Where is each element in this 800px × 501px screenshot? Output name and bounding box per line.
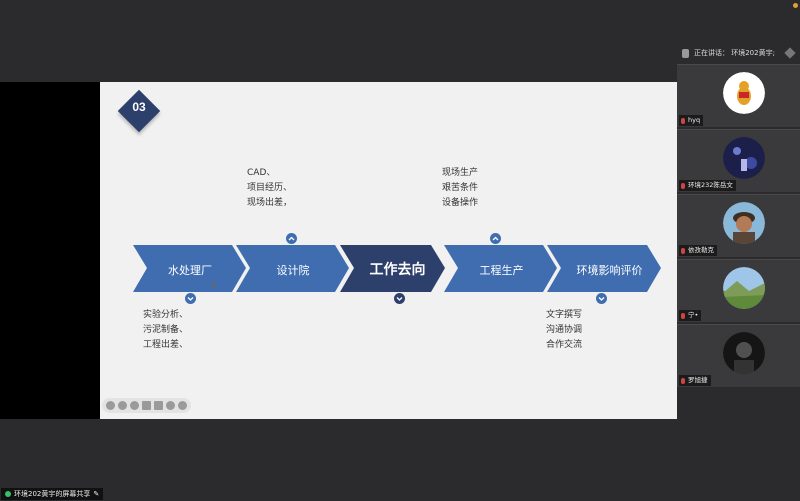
participant-name-tag: 宁• xyxy=(679,310,702,321)
arrow-step-3 xyxy=(340,245,445,292)
participant-name-tag: hyq xyxy=(679,115,704,126)
participant-tile[interactable]: 罗旭捷 xyxy=(677,324,800,387)
participant-name: 环境232陈岳文 xyxy=(688,181,733,189)
mic-muted-icon xyxy=(681,312,685,319)
participant-name: 宁• xyxy=(688,311,699,319)
shared-slide: 03 CAD、 项目经历、 现场出差， 现场生产 艰苦条件 设备操作 水处理厂 … xyxy=(100,82,677,419)
mic-muted-icon xyxy=(681,377,685,384)
step-label-1: 水处理厂 xyxy=(168,264,212,277)
chevron-down-icon xyxy=(185,293,196,304)
chevron-down-icon xyxy=(596,293,607,304)
collapse-icon[interactable] xyxy=(784,47,796,59)
chevron-left-icon[interactable] xyxy=(178,401,187,410)
step-label-5: 环境影响评价 xyxy=(576,264,643,277)
note-line: 工程出差、 xyxy=(143,340,189,350)
more-icon[interactable] xyxy=(166,401,175,410)
annotation-toolbar xyxy=(102,398,191,413)
speaking-text: 正在讲话： 环境202黄宇; xyxy=(694,49,775,57)
add-icon[interactable] xyxy=(118,401,127,410)
note-line: 实验分析、 xyxy=(143,310,189,320)
participants-panel: 正在讲话： 环境202黄宇; hyq 环境232陈岳文 依孜勒克 宁• 罗旭捷 xyxy=(677,42,800,442)
mic-muted-icon xyxy=(681,182,685,189)
notification-dot xyxy=(793,3,798,8)
notes-eia: 文字撰写 沟通协调 合作交流 xyxy=(546,308,582,353)
step-label-2: 设计院 xyxy=(276,264,310,277)
notes-water-plant: 实验分析、 污泥制备、 工程出差、 xyxy=(143,308,188,353)
participant-name: 依孜勒克 xyxy=(688,246,714,254)
participant-name-tag: 罗旭捷 xyxy=(679,375,711,386)
screen-share-icon xyxy=(5,491,11,497)
pen-icon[interactable] xyxy=(130,401,139,410)
arrow-step-5 xyxy=(547,245,661,292)
note-line: 合作交流 xyxy=(546,340,583,350)
notes-engineering: 现场生产 艰苦条件 设备操作 xyxy=(442,166,478,211)
notes-design-institute: CAD、 项目经历、 现场出差， xyxy=(247,166,292,211)
arrow-step-2 xyxy=(236,245,349,292)
participant-tile[interactable]: 宁• xyxy=(677,259,800,322)
note-line: 项目经历、 xyxy=(247,183,293,193)
avatar xyxy=(723,267,765,309)
mouse-cursor-icon xyxy=(212,282,215,287)
note-line: 设备操作 xyxy=(442,198,479,208)
pencil-icon[interactable]: ✎ xyxy=(93,490,100,498)
note-line: 文字撰写 xyxy=(546,310,583,320)
chevron-down-icon xyxy=(394,293,405,304)
speaker-icon xyxy=(682,48,689,58)
participant-tile[interactable]: hyq xyxy=(677,64,800,127)
participant-name-tag: 环境232陈岳文 xyxy=(679,180,736,191)
avatar xyxy=(723,332,765,374)
chevron-up-icon xyxy=(286,233,297,244)
screen-share-label: 环境202黄宇的屏幕共享 ✎ xyxy=(1,488,104,500)
avatar xyxy=(723,137,765,179)
participant-tile[interactable]: 环境232陈岳文 xyxy=(677,129,800,192)
chevron-up-icon xyxy=(490,233,501,244)
note-line: 现场生产 xyxy=(442,168,479,178)
step-label-3: 工作去向 xyxy=(369,262,426,278)
note-line: CAD、 xyxy=(247,168,276,178)
speaking-indicator: 正在讲话： 环境202黄宇; xyxy=(677,42,800,64)
process-arrows xyxy=(133,245,661,292)
avatar xyxy=(723,72,765,114)
note-line: 艰苦条件 xyxy=(442,183,479,193)
keyboard-icon[interactable] xyxy=(154,401,163,410)
arrow-step-4 xyxy=(444,245,557,292)
section-badge-number: 03 xyxy=(132,100,146,114)
share-letterbox xyxy=(0,82,100,419)
note-line: 现场出差， xyxy=(247,198,293,208)
participant-name: 罗旭捷 xyxy=(688,376,708,384)
step-label-4: 工程生产 xyxy=(479,264,524,277)
screen-share-text: 环境202黄宇的屏幕共享 xyxy=(14,490,91,498)
participant-name: hyq xyxy=(688,116,701,124)
close-icon[interactable] xyxy=(106,401,115,410)
note-line: 沟通协调 xyxy=(546,325,583,335)
mic-muted-icon xyxy=(681,117,685,124)
mic-muted-icon xyxy=(681,247,685,254)
avatar xyxy=(723,202,765,244)
fullscreen-icon[interactable] xyxy=(142,401,151,410)
participant-tile[interactable]: 依孜勒克 xyxy=(677,194,800,257)
participant-name-tag: 依孜勒克 xyxy=(679,245,717,256)
note-line: 污泥制备、 xyxy=(143,325,189,335)
arrow-step-1 xyxy=(133,245,246,292)
